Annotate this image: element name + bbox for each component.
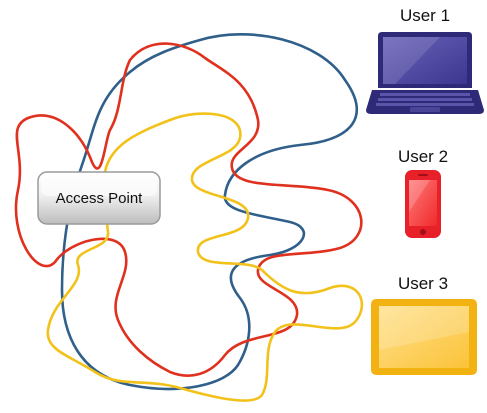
user-3-label: User 3	[397, 274, 449, 293]
laptop-icon	[366, 32, 484, 114]
access-point	[37, 171, 161, 225]
user-1-label: User 1	[399, 6, 451, 25]
red-signal-path	[14, 42, 363, 377]
tablet-icon	[371, 299, 477, 375]
smartphone-icon	[405, 170, 441, 238]
user-2-label: User 2	[397, 147, 449, 166]
yellow-signal-path	[46, 112, 364, 402]
